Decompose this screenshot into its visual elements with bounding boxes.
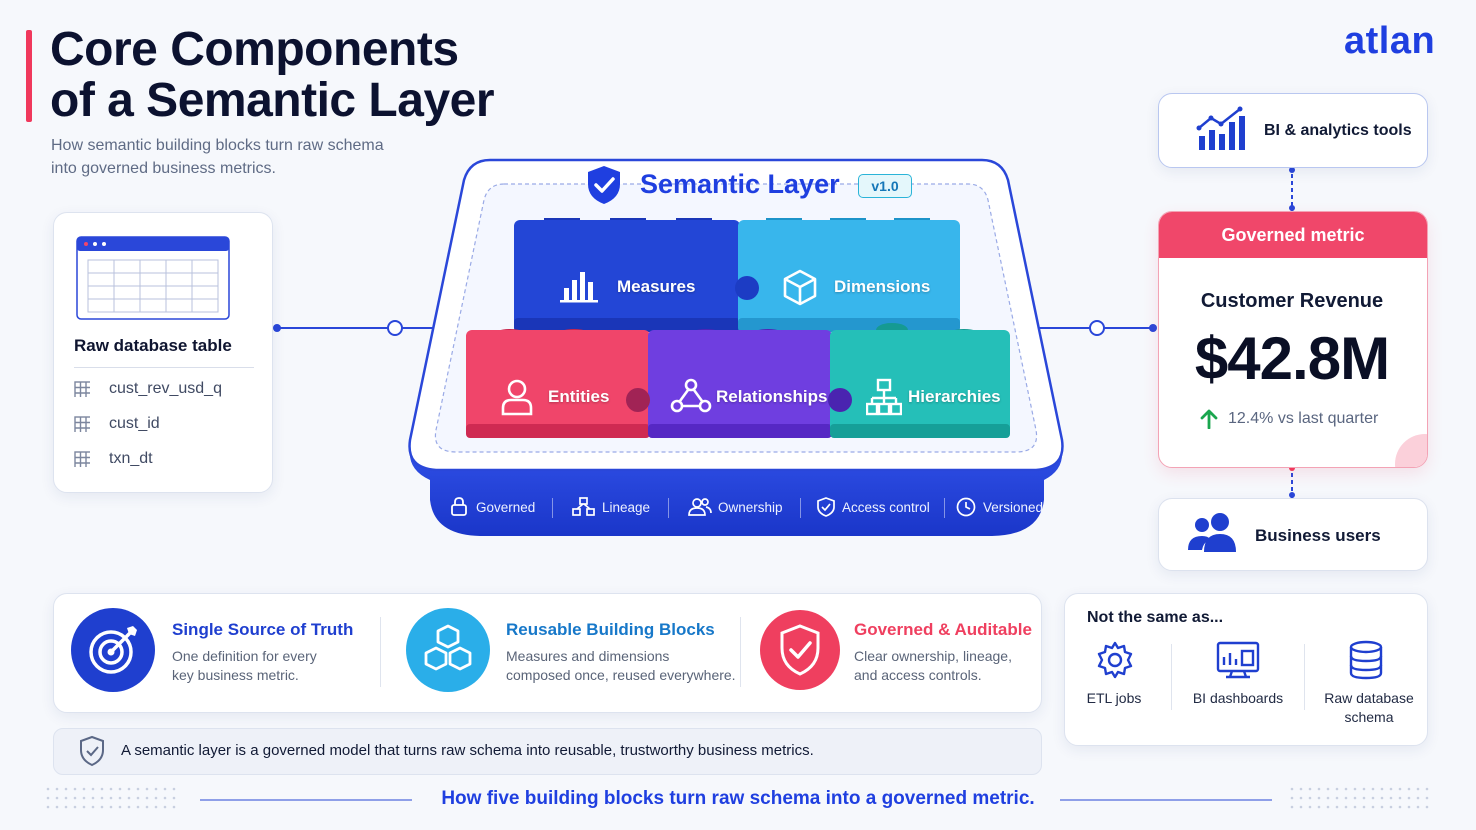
chip-ownership: Ownership — [718, 500, 783, 515]
not-same-item-line1: BI dashboards — [1192, 690, 1284, 706]
network-icon — [670, 378, 712, 413]
access-shield-icon — [817, 497, 835, 517]
target-icon — [71, 608, 155, 692]
corner-decoration — [1395, 434, 1427, 467]
chip-versioned: Versioned — [983, 500, 1044, 515]
not-same-item: Raw database schema — [1309, 689, 1429, 727]
definition-text: A semantic layer is a governed model tha… — [121, 742, 814, 759]
building-blocks — [466, 218, 1010, 438]
lineage-icon — [572, 497, 595, 516]
dot-grid-left — [46, 787, 176, 809]
raw-table-divider — [74, 367, 254, 368]
table-field-icon — [74, 381, 90, 397]
not-same-item-line2: schema — [1344, 709, 1394, 725]
business-users-card — [1158, 498, 1428, 571]
table-field: txn_dt — [109, 450, 153, 467]
table-field-icon — [74, 451, 90, 467]
not-same-item-line1: Raw database — [1324, 690, 1414, 706]
governed-shield-icon — [760, 610, 840, 690]
page-title: Core Components of a Semantic Layer — [50, 23, 495, 127]
table-field-icon — [74, 416, 90, 432]
footer-line-right — [1060, 799, 1272, 801]
chip-separator — [944, 498, 945, 518]
raw-table-title: Raw database table — [74, 336, 232, 355]
users-icon — [688, 498, 712, 516]
benefit-title-2: Governed & Auditable — [854, 620, 1032, 639]
benefit-desc-1b: composed once, reused everywhere. — [506, 667, 736, 683]
chip-separator — [668, 498, 669, 518]
not-same-divider — [1171, 644, 1172, 710]
benefit-desc-2a: Clear ownership, lineage, — [854, 648, 1012, 664]
shield-outline-icon — [80, 735, 104, 767]
hierarchies-block — [828, 323, 1010, 438]
bar-chart-icon — [560, 272, 598, 303]
bi-tools-card — [1158, 93, 1428, 168]
cube-icon — [783, 269, 817, 306]
chip-separator — [552, 498, 553, 518]
definition-bar — [53, 728, 1042, 775]
measures-block — [514, 218, 740, 332]
measures-label: Measures — [617, 277, 696, 296]
benefit-desc-1a: Measures and dimensions — [506, 648, 670, 664]
chip-separator — [800, 498, 801, 518]
hierarchies-label: Hierarchies — [908, 387, 1001, 406]
blocks-icon — [406, 608, 490, 692]
page-subtitle: How semantic building blocks turn raw sc… — [51, 137, 384, 177]
database-icon — [1349, 640, 1383, 680]
dot-grid-right — [1290, 787, 1429, 809]
hierarchy-icon — [866, 378, 902, 416]
chip-lineage: Lineage — [602, 500, 651, 515]
relationships-label: Relationships — [716, 387, 828, 406]
shield-check-icon — [588, 166, 620, 204]
chip-governed: Governed — [476, 500, 536, 515]
benefit-title-0: Single Source of Truth — [172, 620, 354, 639]
not-same-title: Not the same as... — [1087, 609, 1224, 626]
entities-label: Entities — [548, 387, 610, 406]
governed-metric-header: Governed metric — [1159, 212, 1427, 258]
benefit-divider — [740, 617, 741, 687]
footer-line-left — [200, 799, 412, 801]
benefit-divider — [380, 617, 381, 687]
table-field: cust_id — [109, 415, 160, 432]
metric-name: Customer Revenue — [1200, 290, 1384, 312]
not-same-divider — [1304, 644, 1305, 710]
footer-caption: How five building blocks turn raw schema… — [441, 788, 1035, 809]
database-table-icon — [76, 236, 230, 320]
clock-icon — [956, 497, 976, 517]
person-icon — [501, 379, 533, 416]
bi-tools-label: BI & analytics tools — [1264, 122, 1412, 139]
relationships-block — [626, 329, 832, 438]
dashboard-icon — [1216, 641, 1260, 679]
benefit-desc-2b: and access controls. — [854, 667, 982, 683]
table-field: cust_rev_usd_q — [109, 380, 222, 397]
governed-metric-card: Governed metric — [1158, 211, 1428, 468]
dimensions-label: Dimensions — [834, 277, 931, 296]
arrow-up-icon — [1200, 409, 1218, 429]
metric-value: $42.8M — [1194, 325, 1390, 392]
metric-change: 12.4% vs last quarter — [1228, 410, 1379, 427]
not-same-item: BI dashboards — [1178, 689, 1298, 708]
atlan-logo: atlan — [1344, 20, 1436, 62]
entities-block — [466, 329, 650, 438]
benefits-card — [53, 593, 1042, 713]
chip-access-control: Access control — [842, 500, 930, 515]
not-same-item: ETL jobs — [1054, 689, 1174, 708]
benefit-desc-0a: One definition for every — [172, 648, 317, 664]
title-accent-bar — [26, 30, 32, 122]
business-users-label: Business users — [1255, 526, 1381, 545]
version-badge: v1.0 — [858, 174, 912, 198]
not-same-item-line1: ETL jobs — [1086, 690, 1142, 706]
benefit-title-1: Reusable Building Blocks — [506, 620, 715, 639]
analytics-chart-icon — [1196, 106, 1245, 150]
gear-icon — [1097, 641, 1133, 679]
benefit-desc-0b: key business metric. — [172, 667, 299, 683]
business-users-icon — [1188, 513, 1236, 552]
dimensions-block — [735, 218, 960, 332]
lock-icon — [451, 497, 467, 516]
semantic-layer-title: Semantic Layer — [640, 169, 840, 199]
